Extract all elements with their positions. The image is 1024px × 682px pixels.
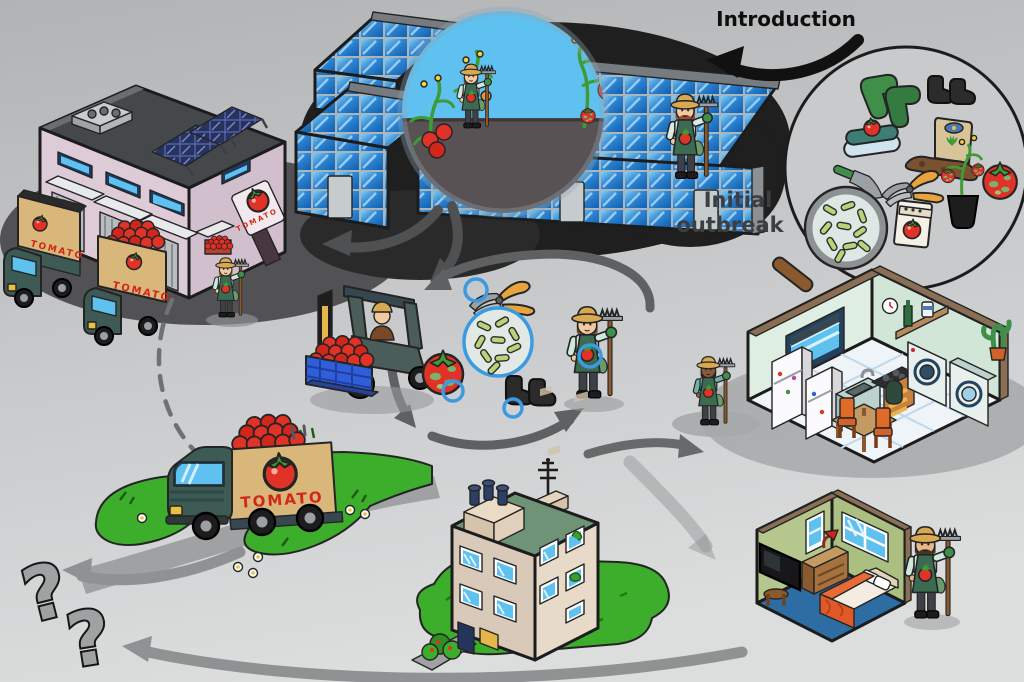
- unknown-spread-arrows: [62, 546, 748, 682]
- truck-cab: [3, 247, 42, 297]
- forklift-driver: [369, 301, 395, 341]
- bush-with-berries: [421, 633, 462, 661]
- kitchen-clock: [881, 297, 899, 315]
- tomato-plant-healthy: [408, 74, 456, 159]
- flow-arrows: [322, 201, 716, 560]
- dock-truck-loaded: TOMATO: [83, 219, 172, 346]
- bedroom-window-large: [841, 511, 889, 563]
- seed-tray-icon: [843, 115, 901, 158]
- truck-cab: [83, 287, 122, 335]
- highlight-ring-tomato: [441, 379, 465, 403]
- delivery-scene: TOMATO: [78, 411, 440, 594]
- greenhouse-complex: [294, 6, 781, 236]
- arrow-to-question-2: [122, 636, 152, 662]
- cactus: [981, 319, 1012, 361]
- tomato-crate: [305, 335, 379, 397]
- tv: [758, 542, 802, 606]
- garden-gloves-icon: [859, 73, 921, 129]
- greenhouse-cutaway: [397, 6, 609, 218]
- svg-text:Initial: Initial: [704, 188, 773, 212]
- potted-tomato-plant-icon: [940, 134, 985, 229]
- bed: [819, 567, 899, 629]
- trash-bin: [885, 379, 903, 405]
- initial-outbreak-label: Initial outbreak: [676, 188, 784, 237]
- apartment-right-face: [533, 385, 600, 662]
- bacteria-colony: [462, 306, 534, 378]
- trowel-icon: [833, 164, 883, 200]
- penthouse: [463, 479, 525, 545]
- highlight-ring-boots: [502, 397, 524, 419]
- warehouse-side-wall: [187, 140, 287, 300]
- solar-panels: [151, 106, 269, 177]
- kitchen-shelf: [895, 300, 949, 340]
- bedroom-window-small: [805, 510, 825, 555]
- apartment-building: [411, 385, 670, 671]
- greenhouse-door: [327, 175, 353, 219]
- kitchen-chair: [837, 397, 857, 438]
- kitchen-chair: [873, 407, 893, 448]
- introduction-arrow: [706, 34, 864, 82]
- magnifier-with-bacteria-icon: [771, 185, 889, 293]
- highlight-ring-apron: [577, 343, 603, 369]
- kitchen-room: [746, 265, 1012, 464]
- lamp: [822, 529, 839, 549]
- warehouse-door: [250, 227, 282, 267]
- arrow-to-kitchen: [678, 434, 704, 458]
- entrance-door: [457, 621, 475, 655]
- apartment-windows-right: [539, 525, 585, 624]
- entrance-sign: [479, 627, 499, 651]
- svg-text:outbreak: outbreak: [676, 213, 784, 237]
- introduction-label: Introduction: [716, 7, 856, 31]
- balcony-plant: [571, 530, 583, 541]
- chimneys: [467, 479, 510, 506]
- washer-dryer: [907, 341, 997, 427]
- seed-packet-icon: [893, 199, 933, 249]
- highlight-ring-shears: [463, 277, 489, 303]
- road-truck: TOMATO: [165, 411, 344, 541]
- greenhouse-door: [693, 189, 719, 231]
- arrow-to-question-1: [62, 558, 92, 584]
- side-dock: [195, 220, 235, 255]
- bedroom-room: [755, 489, 912, 643]
- balcony-bush: [569, 572, 582, 582]
- truck-cab: [165, 446, 233, 525]
- kitchen-table: [831, 397, 897, 452]
- dock-truck-empty: TOMATO: [3, 189, 87, 308]
- cycle-arrow-bottom: [554, 408, 584, 432]
- warehouse-tomato-sign: TOMATO: [231, 180, 285, 236]
- hvac-unit: [71, 101, 133, 135]
- forklift: [305, 285, 434, 414]
- arrow-to-warehouse: [322, 230, 352, 256]
- fridges: [771, 346, 843, 440]
- compost-bag-icon: [904, 117, 978, 182]
- cycle-arrow-top: [424, 268, 452, 290]
- apartment-windows-left: [459, 545, 517, 623]
- arrow-to-bedroom: [688, 534, 716, 560]
- dresser: [801, 529, 849, 595]
- introduction-circle: [771, 45, 1024, 293]
- transmission-cycle: [421, 277, 624, 419]
